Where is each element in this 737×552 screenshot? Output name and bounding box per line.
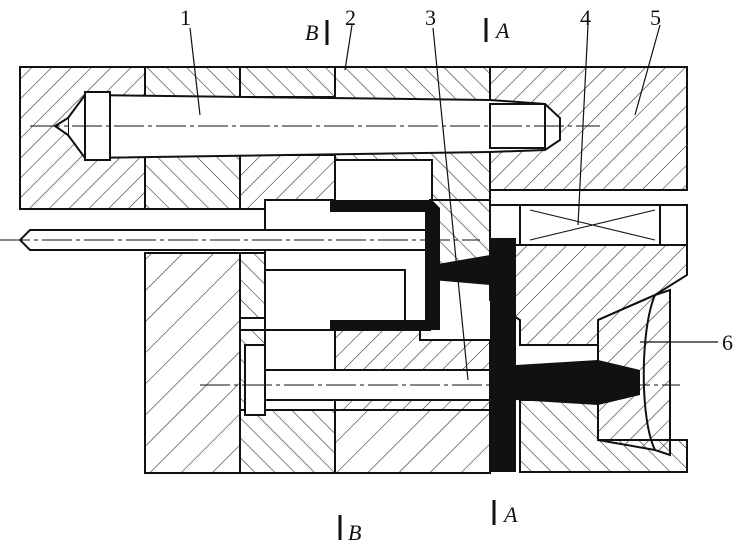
bottom-plates [144, 252, 491, 474]
ejector-rod [0, 229, 480, 251]
label-section-b-bottom: B [348, 520, 361, 545]
label-part-5: 5 [650, 5, 661, 30]
bolt-4 [489, 204, 688, 246]
guide-pin-1 [30, 91, 600, 161]
label-part-1: 1 [180, 5, 191, 30]
top-left-plate [19, 66, 336, 210]
label-part-6: 6 [722, 330, 733, 355]
section-lines [325, 18, 496, 540]
molded-plastic [330, 200, 640, 472]
label-section-a-top: A [494, 18, 510, 43]
label-section-b-top: B [305, 20, 318, 45]
label-section-a-bottom: A [502, 502, 518, 527]
label-part-4: 4 [580, 5, 591, 30]
label-part-2: 2 [345, 5, 356, 30]
leader-lines [189, 24, 718, 381]
label-part-3: 3 [425, 5, 436, 30]
